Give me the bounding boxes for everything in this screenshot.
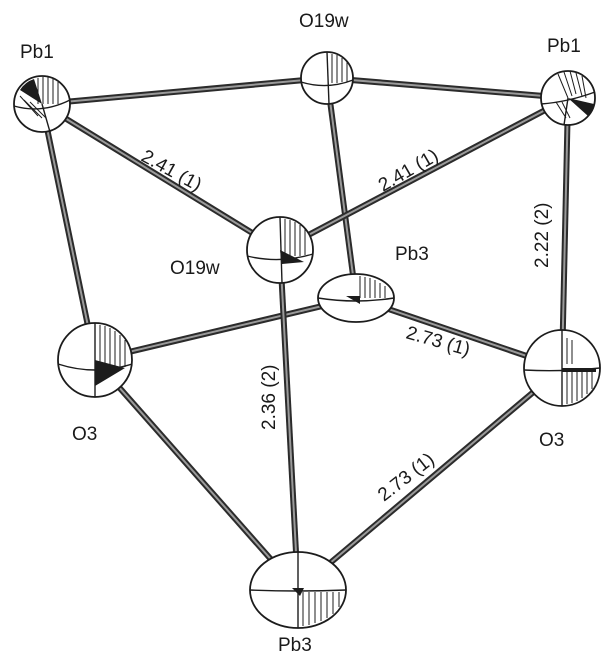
bond-o19w-pb1-top [326,75,569,101]
atom-pb3-bottom [249,551,347,629]
bond-pb3-back-o3-left [94,295,357,363]
label-o3-left: O3 [72,424,97,445]
bond-o19w-top-pb3-back [324,77,359,299]
atom-o19w-top [300,51,354,105]
label-o19w-center: O19w [170,258,220,279]
bond-o19w-pb3-vertical [277,249,301,591]
bond-pb1-o3-right [559,97,571,369]
label-pb3-bottom: Pb3 [278,635,312,655]
atom-pb1-right [540,70,596,126]
label-pb1-left: Pb1 [20,42,54,63]
bonds [39,75,571,593]
label-o19w-top: O19w [299,11,349,32]
bond-pb1-o19w-top [41,75,328,107]
atom-o19w-center [246,216,314,284]
atom-pb1-left [13,75,71,133]
bond-pb1-o3-left [39,103,98,361]
bond-pb1-o19w-center-left [40,101,282,253]
bond-label-pb1-o3-right: 2.22 (2) [532,203,553,268]
atom-labels: Pb1 O19w Pb1 O19w Pb3 O3 O3 Pb3 [20,11,581,655]
bond-o3-left-pb3-bottom [92,358,301,592]
label-o3-right: O3 [539,430,564,451]
bond-o3-right-pb3-bottom [296,365,564,593]
atom-o3-right [523,329,601,407]
bond-label-o19w-pb3-vertical: 2.36 (2) [259,365,280,430]
atom-pb3-back [317,273,395,323]
atom-o3-left [57,322,133,398]
atoms [13,51,601,629]
label-pb3-back: Pb3 [395,244,429,265]
label-pb1-right: Pb1 [547,36,581,57]
bond-pb1-o19w-center-right [278,95,570,253]
